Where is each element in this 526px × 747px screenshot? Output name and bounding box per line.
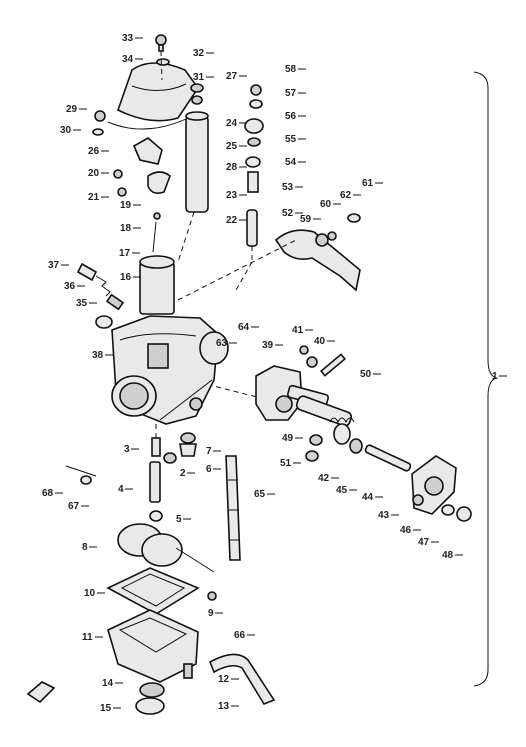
callout-8: 8 xyxy=(82,542,88,553)
callout-38: 38 xyxy=(92,350,104,361)
callout-11: 11 xyxy=(82,632,93,643)
diaphragm-cover xyxy=(255,365,303,421)
callout-66: 66 xyxy=(234,630,246,641)
callout-50: 50 xyxy=(360,369,372,380)
callout-labels: 1234567891011121314151617181920212223242… xyxy=(42,33,507,714)
float-chamber xyxy=(107,609,199,715)
callout-64: 64 xyxy=(238,322,250,333)
callout-12: 12 xyxy=(218,674,230,685)
callout-61: 61 xyxy=(362,178,374,189)
callout-45: 45 xyxy=(336,485,348,496)
callout-47: 47 xyxy=(418,537,430,548)
callout-5: 5 xyxy=(176,514,182,525)
callout-21: 21 xyxy=(88,192,100,203)
callout-6: 6 xyxy=(206,464,212,475)
callout-25: 25 xyxy=(226,141,238,152)
callout-28: 28 xyxy=(226,162,238,173)
callout-43: 43 xyxy=(378,510,390,521)
float xyxy=(117,523,217,601)
callout-9: 9 xyxy=(208,608,214,619)
callout-31: 31 xyxy=(193,72,205,83)
callout-41: 41 xyxy=(292,325,304,336)
callout-2: 2 xyxy=(180,468,186,479)
callout-68: 68 xyxy=(42,488,54,499)
callout-51: 51 xyxy=(280,458,292,469)
callout-29: 29 xyxy=(66,104,78,115)
callout-42: 42 xyxy=(318,473,330,484)
callout-20: 20 xyxy=(88,168,100,179)
front-marker-icon xyxy=(26,681,56,704)
float-chamber-gasket xyxy=(106,567,200,615)
pilot-screw-stack xyxy=(244,84,264,262)
callout-36: 36 xyxy=(64,281,76,292)
callout-35: 35 xyxy=(76,298,88,309)
callout-34: 34 xyxy=(122,54,134,65)
drain-hose xyxy=(225,455,241,561)
overflow-hose xyxy=(208,653,276,705)
callout-52: 52 xyxy=(282,208,294,219)
callout-49: 49 xyxy=(282,433,294,444)
jet-needle xyxy=(152,212,161,253)
callout-39: 39 xyxy=(262,340,274,351)
callout-56: 56 xyxy=(285,111,297,122)
callout-1: 1 xyxy=(492,371,498,382)
callout-13: 13 xyxy=(218,701,230,712)
callout-16: 16 xyxy=(120,272,132,283)
callout-44: 44 xyxy=(362,492,374,503)
callout-57: 57 xyxy=(285,88,297,99)
callout-40: 40 xyxy=(314,336,326,347)
cover-screw xyxy=(155,34,170,81)
accelerator-pump xyxy=(295,395,472,522)
callout-15: 15 xyxy=(100,703,112,714)
callout-26: 26 xyxy=(88,146,100,157)
callout-14: 14 xyxy=(102,678,114,689)
throttle-valve xyxy=(139,255,175,315)
throttle-stop-screw xyxy=(76,262,125,329)
callout-10: 10 xyxy=(84,588,96,599)
callout-4: 4 xyxy=(118,484,124,495)
callout-37: 37 xyxy=(48,260,60,271)
callout-7: 7 xyxy=(206,446,212,457)
callout-22: 22 xyxy=(226,215,238,226)
callout-65: 65 xyxy=(254,489,266,500)
callout-55: 55 xyxy=(285,134,297,145)
callout-19: 19 xyxy=(120,200,132,211)
callout-33: 33 xyxy=(122,33,134,44)
callout-46: 46 xyxy=(400,525,412,536)
main-jet-assembly xyxy=(149,424,197,522)
callout-24: 24 xyxy=(226,118,238,129)
callout-30: 30 xyxy=(60,125,72,136)
callout-32: 32 xyxy=(193,48,205,59)
throttle-valve-guide xyxy=(185,83,209,213)
callout-53: 53 xyxy=(282,182,294,193)
callout-18: 18 xyxy=(120,223,132,234)
callout-23: 23 xyxy=(226,190,238,201)
callout-17: 17 xyxy=(119,248,131,259)
callout-67: 67 xyxy=(68,501,80,512)
callout-27: 27 xyxy=(226,71,238,82)
callout-58: 58 xyxy=(285,64,297,75)
callout-54: 54 xyxy=(285,157,297,168)
callout-60: 60 xyxy=(320,199,332,210)
callout-62: 62 xyxy=(340,190,352,201)
callout-59: 59 xyxy=(300,214,312,225)
small-washer xyxy=(65,465,97,485)
throttle-bracket xyxy=(92,110,171,197)
callout-63: 63 xyxy=(216,338,228,349)
callout-3: 3 xyxy=(124,444,130,455)
assembly-bracket xyxy=(473,71,498,687)
carburetor-body xyxy=(111,315,229,425)
choke-lever xyxy=(274,213,361,292)
callout-48: 48 xyxy=(442,550,454,561)
